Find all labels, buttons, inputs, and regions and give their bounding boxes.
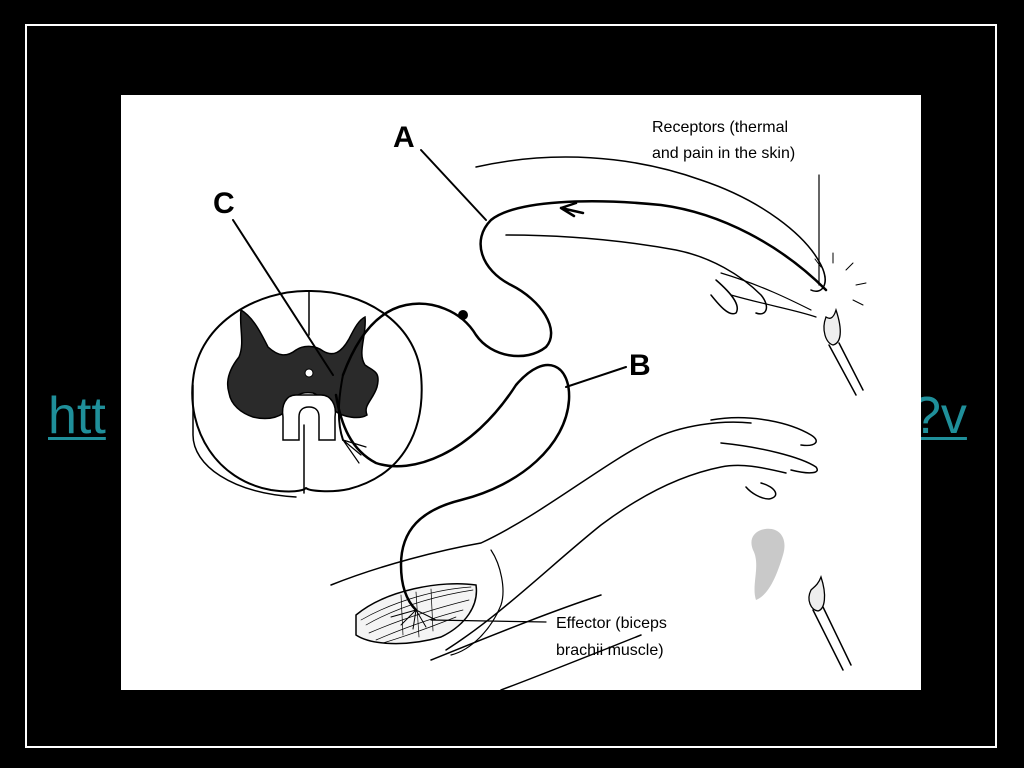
slide-frame bbox=[25, 24, 997, 748]
diagram-illustration: A C B Receptors (thermal and pain in the… bbox=[191, 119, 867, 690]
motor-neuron-pathway bbox=[334, 363, 571, 630]
label-c: C bbox=[213, 187, 235, 220]
receptor-caption-line1: Receptors (thermal bbox=[652, 119, 788, 136]
hyperlink-right-fragment[interactable]: ?v bbox=[912, 387, 967, 445]
label-b-leader bbox=[565, 366, 627, 388]
arm-illustration bbox=[330, 417, 818, 690]
shading-texture bbox=[751, 528, 785, 600]
label-c-leader bbox=[232, 219, 334, 376]
effector-caption-line1: Effector (biceps bbox=[556, 615, 667, 632]
effector-caption-line2: brachii muscle) bbox=[556, 642, 664, 659]
label-a-leader bbox=[420, 149, 487, 221]
match-flame-illustration bbox=[808, 252, 867, 671]
label-a: A bbox=[393, 121, 415, 154]
receptor-caption-line2: and pain in the skin) bbox=[652, 145, 795, 162]
sensory-neuron-pathway bbox=[341, 200, 828, 377]
reflex-arc-diagram: A C B Receptors (thermal and pain in the… bbox=[121, 95, 921, 690]
label-b: B bbox=[629, 349, 651, 382]
biceps-muscle-illustration bbox=[355, 583, 478, 645]
hand-illustration bbox=[475, 156, 826, 318]
effector-leader bbox=[430, 619, 547, 623]
hyperlink-left-fragment[interactable]: htt bbox=[48, 387, 106, 445]
